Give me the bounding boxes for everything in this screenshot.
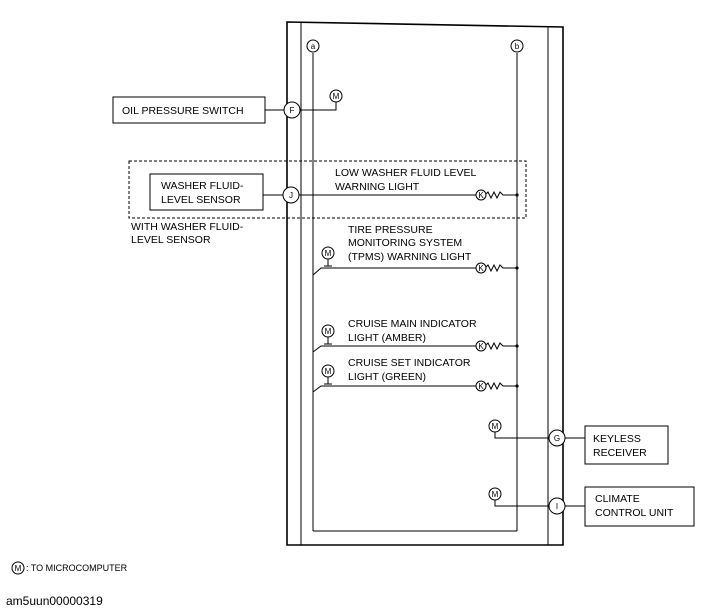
with-sensor-note-1: WITH WASHER FLUID- bbox=[131, 221, 244, 233]
tpms-label-1: TIRE PRESSURE bbox=[348, 224, 433, 236]
cruise-set-resistor bbox=[484, 381, 517, 391]
terminal-j-label: J bbox=[289, 191, 293, 200]
climate-wire bbox=[494, 500, 585, 507]
low-washer-label-1: LOW WASHER FLUID LEVEL bbox=[335, 167, 477, 179]
with-sensor-note-2: LEVEL SENSOR bbox=[131, 234, 211, 246]
terminal-j-circle bbox=[282, 186, 300, 204]
terminal-g-circle bbox=[548, 429, 566, 447]
micro-m-label: M bbox=[492, 422, 499, 431]
lamp-k-circle bbox=[475, 380, 487, 392]
terminal-i-circle bbox=[548, 497, 566, 515]
micro-m-circle bbox=[321, 324, 335, 338]
terminal-b-circle bbox=[510, 39, 524, 53]
oil-pressure-switch-label: OIL PRESSURE SWITCH bbox=[122, 105, 244, 117]
micro-m-circle bbox=[321, 246, 335, 260]
tpms-label-2: MONITORING SYSTEM bbox=[348, 237, 462, 249]
cruise-main-wire bbox=[312, 345, 476, 353]
lamp-k-label: K bbox=[478, 264, 484, 273]
cruise-main-label-2: LIGHT (AMBER) bbox=[348, 332, 426, 344]
legend-m-label: M bbox=[15, 564, 22, 573]
lamp-k-circle bbox=[475, 340, 487, 352]
tpms-resistor bbox=[484, 263, 517, 273]
micro-m-label: M bbox=[325, 327, 332, 336]
terminal-f-circle bbox=[283, 101, 301, 119]
micro-m-label: M bbox=[333, 92, 340, 101]
cruise-main-label-1: CRUISE MAIN INDICATOR bbox=[348, 318, 477, 330]
keyless-wire bbox=[494, 432, 585, 439]
micro-m-circle bbox=[329, 89, 343, 103]
document-id: am5uun00000319 bbox=[6, 594, 103, 608]
cruise-main-switch-lever bbox=[324, 337, 332, 345]
junction-dot bbox=[515, 344, 519, 348]
low-washer-label-2: WARNING LIGHT bbox=[335, 181, 420, 193]
lamp-k-label: K bbox=[478, 342, 484, 351]
lamp-k-label: K bbox=[478, 382, 484, 391]
cruise-set-label-2: LIGHT (GREEN) bbox=[348, 371, 426, 383]
oil-pressure-wire bbox=[265, 102, 337, 111]
terminal-a-label: a bbox=[311, 42, 316, 51]
cruise-set-switch-lever bbox=[324, 377, 332, 385]
terminal-f-label: F bbox=[290, 106, 295, 115]
climate-control-label-1: CLIMATE bbox=[595, 493, 640, 505]
washer-option-dashed-box bbox=[128, 160, 527, 219]
terminal-b-label: b bbox=[515, 42, 520, 51]
cruise-set-wire bbox=[312, 385, 476, 393]
micro-m-label: M bbox=[325, 249, 332, 258]
lamp-k-circle bbox=[475, 262, 487, 274]
keyless-receiver-label-1: KEYLESS bbox=[593, 433, 641, 445]
climate-control-label-2: CONTROL UNIT bbox=[595, 507, 674, 519]
micro-m-circle bbox=[488, 487, 502, 501]
terminal-i-label: I bbox=[556, 502, 558, 511]
cruise-main-resistor bbox=[484, 341, 517, 351]
washer-sensor-label-2: LEVEL SENSOR bbox=[161, 194, 241, 206]
lamp-k-label: K bbox=[478, 191, 484, 200]
keyless-receiver-label-2: RECEIVER bbox=[593, 447, 647, 459]
legend-m-circle bbox=[11, 561, 25, 575]
tpms-wire bbox=[312, 267, 476, 276]
climate-control-box bbox=[584, 486, 695, 527]
micro-m-label: M bbox=[325, 367, 332, 376]
cruise-set-label-1: CRUISE SET INDICATOR bbox=[348, 357, 471, 369]
terminal-a-circle bbox=[306, 39, 320, 53]
tpms-label-3: (TPMS) WARNING LIGHT bbox=[348, 251, 472, 263]
micro-m-circle bbox=[321, 364, 335, 378]
micro-m-circle bbox=[488, 419, 502, 433]
tpms-switch-lever bbox=[324, 259, 332, 267]
terminal-g-label: G bbox=[554, 434, 560, 443]
junction-dot bbox=[515, 193, 519, 197]
micro-m-label: M bbox=[492, 490, 499, 499]
junction-dot bbox=[515, 384, 519, 388]
washer-sensor-label-1: WASHER FLUID- bbox=[161, 180, 244, 192]
lamp-k-circle bbox=[475, 189, 487, 201]
cluster-frame bbox=[286, 21, 564, 546]
washer-resistor bbox=[484, 190, 517, 200]
legend-text: : TO MICROCOMPUTER bbox=[26, 563, 128, 573]
washer-sensor-box bbox=[149, 173, 264, 211]
keyless-receiver-box bbox=[584, 425, 669, 465]
junction-dot bbox=[515, 266, 519, 270]
